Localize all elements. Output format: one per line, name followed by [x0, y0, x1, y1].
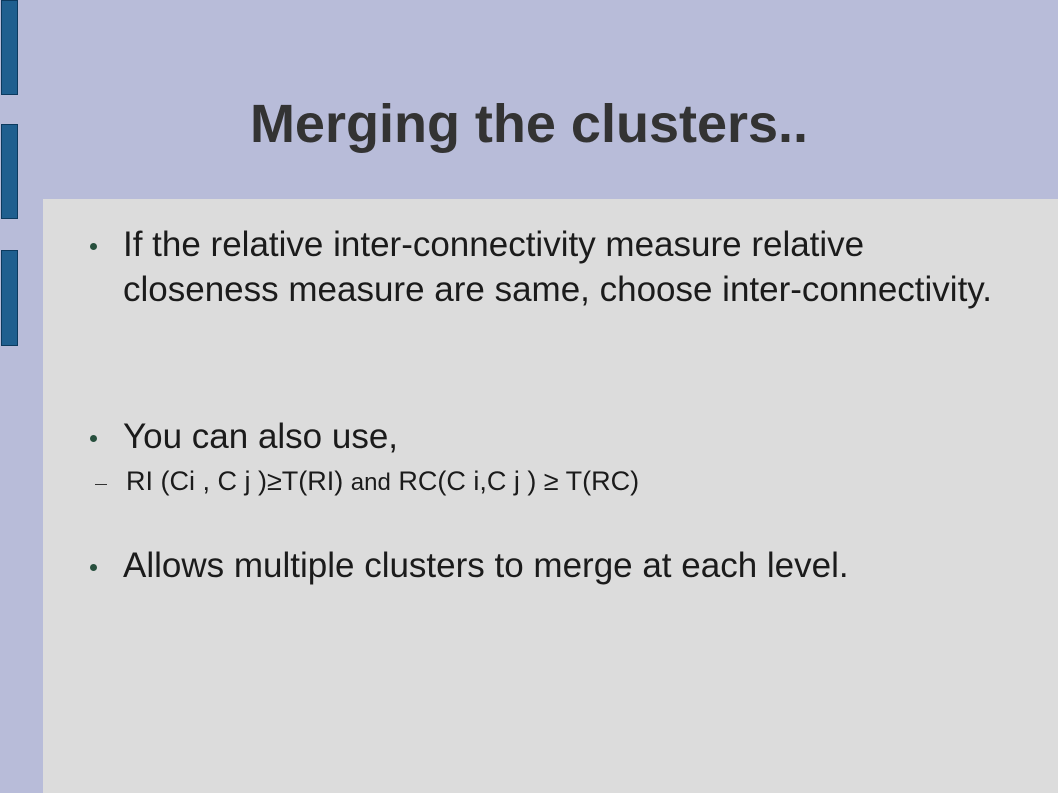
sub-bullet-conjunction: and: [350, 469, 391, 496]
side-bar-top: [1, 0, 18, 95]
side-bar-middle: [1, 124, 18, 219]
bullet-text-3: Allows multiple clusters to merge at eac…: [123, 546, 849, 585]
sub-bullet-formula-1: RI (Ci , C j )≥T(RI): [126, 466, 351, 496]
sub-bullet-formula-2: RC(C i,C j ) ≥ T(RC): [390, 466, 640, 496]
sub-bullet-text: RI (Ci , C j )≥T(RI) and RC(C i,C j ) ≥ …: [126, 461, 1026, 503]
round-bullet-icon: [90, 243, 97, 250]
slide-content: If the relative inter-connectivity measu…: [43, 199, 1058, 793]
side-decoration: [0, 0, 22, 793]
side-bar-bottom: [1, 250, 18, 346]
round-bullet-icon: [90, 564, 97, 571]
bullet-text-2: You can also use,: [123, 417, 399, 456]
bullet-text-1: If the relative inter-connectivity measu…: [123, 225, 992, 309]
dash-bullet-icon: [95, 484, 107, 485]
round-bullet-icon: [90, 435, 97, 442]
slide-title: Merging the clusters..: [249, 94, 809, 154]
